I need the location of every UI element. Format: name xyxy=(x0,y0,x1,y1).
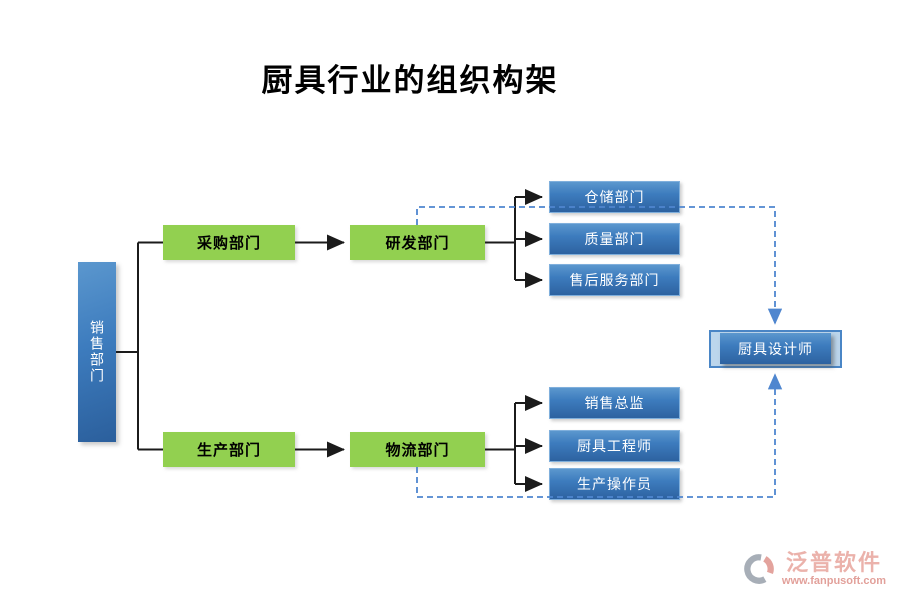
fanpu-brand-name: 泛普软件 xyxy=(785,549,882,575)
connector-logistics-children xyxy=(485,395,543,492)
org-node-kitchenware-engineer: 厨具工程师 xyxy=(549,430,680,462)
org-node-sales-department: 销售部门 xyxy=(78,262,116,442)
org-node-logistics-department: 物流部门 xyxy=(350,432,485,467)
org-node-aftersales-service-department: 售后服务部门 xyxy=(549,264,680,296)
fanpu-logo-texts: 泛普软件 www.fanpusoft.com xyxy=(781,549,886,587)
org-node-production-department: 生产部门 xyxy=(163,432,295,467)
connector-sales-tree xyxy=(116,241,163,451)
org-node-kitchenware-designer: 厨具设计师 xyxy=(720,333,831,364)
org-node-warehouse-department: 仓储部门 xyxy=(549,181,680,213)
page-title: 厨具行业的组织构架 xyxy=(261,63,559,98)
org-node-purchase-department: 采购部门 xyxy=(163,225,295,260)
org-node-sales-director: 销售总监 xyxy=(549,387,680,419)
fanpu-website: www.fanpusoft.com xyxy=(781,574,886,587)
org-node-production-operator: 生产操作员 xyxy=(549,468,680,500)
fanpu-logo: 泛普软件 www.fanpusoft.com xyxy=(741,550,886,588)
org-node-rd-department: 研发部门 xyxy=(350,225,485,260)
connector-level2-arrows xyxy=(295,234,345,458)
fanpu-logo-icon xyxy=(744,554,774,584)
org-node-designer-frame: 厨具设计师 xyxy=(709,330,842,368)
connector-rd-children xyxy=(485,189,543,288)
org-node-quality-department: 质量部门 xyxy=(549,223,680,255)
